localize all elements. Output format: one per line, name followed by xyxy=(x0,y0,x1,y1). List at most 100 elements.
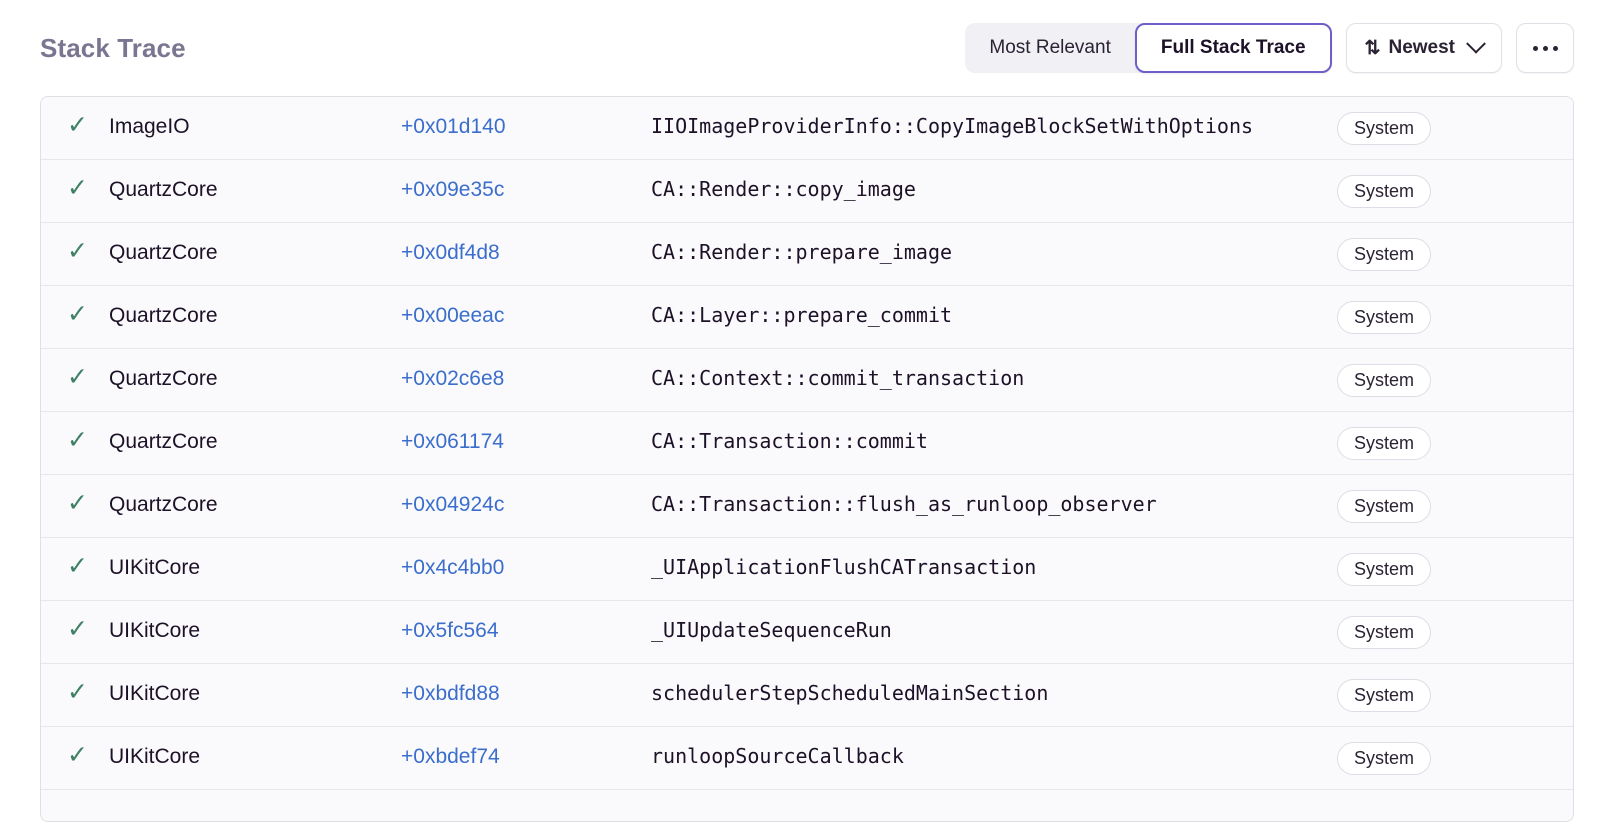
table-row[interactable]: ✓ QuartzCore +0x04924c CA::Transaction::… xyxy=(41,475,1573,538)
frame-offset[interactable]: +0x061174 xyxy=(401,430,504,453)
frame-offset[interactable]: +0x02c6e8 xyxy=(401,367,505,390)
check-icon: ✓ xyxy=(67,237,88,265)
sort-arrows-icon: ⇅ xyxy=(1364,37,1381,59)
check-icon: ✓ xyxy=(67,678,88,706)
frame-offset[interactable]: +0xbdef74 xyxy=(401,745,500,768)
frame-badge-wrap: System xyxy=(1337,741,1432,775)
frame-status: ✓ xyxy=(67,174,109,201)
frame-status: ✓ xyxy=(67,615,109,642)
page-title: Stack Trace xyxy=(40,32,186,63)
frame-module: UIKitCore xyxy=(109,619,201,642)
frame-badge-wrap: System xyxy=(1337,489,1432,523)
chevron-down-icon xyxy=(1466,33,1486,54)
check-icon: ✓ xyxy=(67,615,88,643)
tab-most-relevant[interactable]: Most Relevant xyxy=(965,23,1134,73)
frame-module: QuartzCore xyxy=(109,241,218,264)
sort-button[interactable]: ⇅ Newest xyxy=(1345,23,1502,73)
check-icon: ✓ xyxy=(67,741,88,769)
frame-module: UIKitCore xyxy=(109,556,201,579)
sort-button-label: Newest xyxy=(1388,37,1455,58)
status-badge: System xyxy=(1337,112,1432,145)
check-icon: ✓ xyxy=(67,426,88,454)
check-icon: ✓ xyxy=(67,174,88,202)
frame-function: CA::Layer::prepare_commit xyxy=(651,303,953,327)
status-badge: System xyxy=(1337,238,1432,271)
frame-status: ✓ xyxy=(67,741,109,768)
status-badge: System xyxy=(1337,679,1432,712)
table-row[interactable]: ✓ UIKitCore +0x5fc564 _UIUpdateSequenceR… xyxy=(41,601,1573,664)
frame-status: ✓ xyxy=(67,426,109,453)
check-icon: ✓ xyxy=(67,552,88,580)
table-row[interactable]: ✓ QuartzCore +0x061174 CA::Transaction::… xyxy=(41,412,1573,475)
frame-badge-wrap: System xyxy=(1337,300,1432,334)
table-row[interactable]: ✓ UIKitCore +0xbdfd88 schedulerStepSched… xyxy=(41,664,1573,727)
frame-offset[interactable]: +0xbdfd88 xyxy=(401,682,500,705)
frame-status: ✓ xyxy=(67,552,109,579)
frame-offset[interactable]: +0x4c4bb0 xyxy=(401,556,505,579)
frame-status: ✓ xyxy=(67,363,109,390)
frame-status: ✓ xyxy=(67,678,109,705)
frame-badge-wrap: System xyxy=(1337,615,1432,649)
check-icon: ✓ xyxy=(67,489,88,517)
frame-offset[interactable]: +0x00eeac xyxy=(401,304,505,327)
check-icon: ✓ xyxy=(67,363,88,391)
status-badge: System xyxy=(1337,616,1432,649)
frame-badge-wrap: System xyxy=(1337,363,1432,397)
frame-offset[interactable]: +0x09e35c xyxy=(401,178,505,201)
frame-status: ✓ xyxy=(67,237,109,264)
frame-badge-wrap: System xyxy=(1337,552,1432,586)
frame-status: ✓ xyxy=(67,300,109,327)
table-row[interactable]: ✓ QuartzCore +0x0df4d8 CA::Render::prepa… xyxy=(41,223,1573,286)
check-icon: ✓ xyxy=(67,300,88,328)
status-badge: System xyxy=(1337,427,1432,460)
frame-badge-wrap: System xyxy=(1337,237,1432,271)
frame-function: runloopSourceCallback xyxy=(651,744,904,768)
table-row[interactable]: ✓ UIKitCore +0x4c4bb0 _UIApplicationFlus… xyxy=(41,538,1573,601)
frame-module: QuartzCore xyxy=(109,178,218,201)
frame-function: _UIApplicationFlushCATransaction xyxy=(651,555,1037,579)
frame-module: ImageIO xyxy=(109,115,190,138)
frame-function: CA::Context::commit_transaction xyxy=(651,366,1025,390)
frame-module: QuartzCore xyxy=(109,493,218,516)
frame-offset[interactable]: +0x5fc564 xyxy=(401,619,499,642)
stack-trace-view-segmented-control[interactable]: Most Relevant Full Stack Trace xyxy=(965,23,1332,73)
status-badge: System xyxy=(1337,490,1432,523)
frame-badge-wrap: System xyxy=(1337,678,1432,712)
frame-module: QuartzCore xyxy=(109,304,218,327)
frame-badge-wrap: System xyxy=(1337,174,1432,208)
frame-function: CA::Transaction::commit xyxy=(651,429,928,453)
frame-offset[interactable]: +0x0df4d8 xyxy=(401,241,500,264)
header-actions: Most Relevant Full Stack Trace ⇅ Newest xyxy=(965,23,1574,73)
more-options-button[interactable] xyxy=(1516,23,1574,73)
check-icon: ✓ xyxy=(67,111,88,139)
status-badge: System xyxy=(1337,742,1432,775)
tab-full-stack-trace[interactable]: Full Stack Trace xyxy=(1134,23,1332,73)
frame-function: CA::Render::prepare_image xyxy=(651,240,953,264)
frame-offset[interactable]: +0x04924c xyxy=(401,493,505,516)
status-badge: System xyxy=(1337,301,1432,334)
status-badge: System xyxy=(1337,553,1432,586)
frame-function: IIOImageProviderInfo::CopyImageBlockSetW… xyxy=(651,114,1254,138)
frame-status: ✓ xyxy=(67,111,109,138)
table-row[interactable]: ✓ QuartzCore +0x02c6e8 CA::Context::comm… xyxy=(41,349,1573,412)
frame-status: ✓ xyxy=(67,489,109,516)
frame-module: QuartzCore xyxy=(109,367,218,390)
ellipsis-icon xyxy=(1532,45,1558,51)
frame-function: CA::Transaction::flush_as_runloop_observ… xyxy=(651,492,1157,516)
table-row[interactable]: ✓ ImageIO +0x01d140 IIOImageProviderInfo… xyxy=(41,97,1573,160)
frame-badge-wrap: System xyxy=(1337,111,1432,145)
frame-offset[interactable]: +0x01d140 xyxy=(401,115,506,138)
frame-function: CA::Render::copy_image xyxy=(651,177,916,201)
table-row[interactable]: ✓ QuartzCore +0x09e35c CA::Render::copy_… xyxy=(41,160,1573,223)
table-row[interactable]: ✓ UIKitCore +0xbdef74 runloopSourceCallb… xyxy=(41,727,1573,790)
status-badge: System xyxy=(1337,175,1432,208)
panel-header: Stack Trace Most Relevant Full Stack Tra… xyxy=(40,0,1574,96)
status-badge: System xyxy=(1337,364,1432,397)
frame-module: UIKitCore xyxy=(109,682,201,705)
frame-module: QuartzCore xyxy=(109,430,218,453)
frame-function: schedulerStepScheduledMainSection xyxy=(651,681,1049,705)
stack-frames-list: ✓ ImageIO +0x01d140 IIOImageProviderInfo… xyxy=(40,96,1574,822)
table-row[interactable]: ✓ QuartzCore +0x00eeac CA::Layer::prepar… xyxy=(41,286,1573,349)
frame-module: UIKitCore xyxy=(109,745,201,768)
